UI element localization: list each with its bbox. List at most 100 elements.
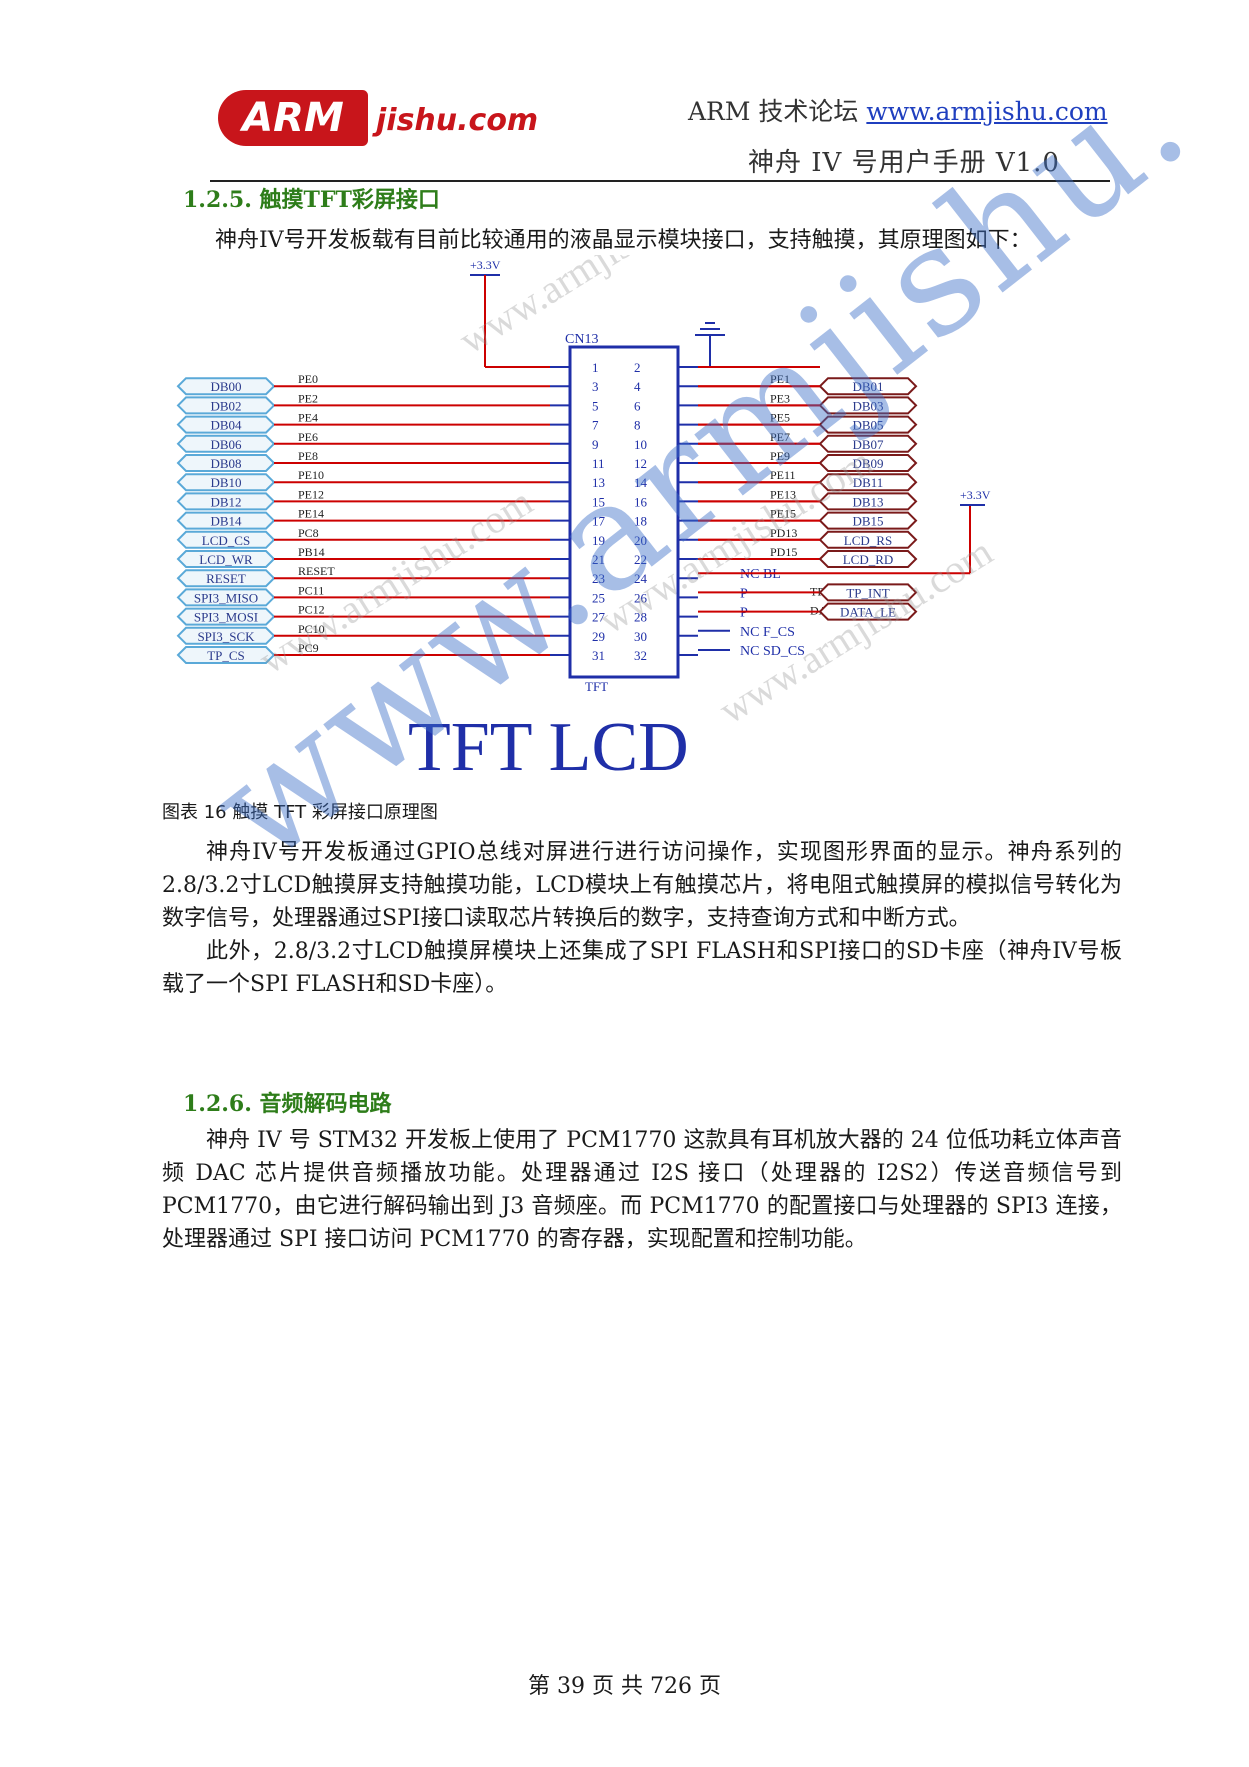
net-label-right: LCD_RD [843,552,894,567]
pin-number: 31 [592,648,605,663]
net-label: DB10 [210,475,241,490]
net-label-box-right [818,454,918,472]
net-label: TP_CS [207,648,245,663]
pin-signal-label: RESET [298,564,335,578]
pin-number: 23 [592,571,605,586]
nc-bl-label: NC BL [740,567,781,582]
net-label-right: LCD_RS [844,533,892,548]
net-label: SPI3_MISO [194,590,258,605]
pin-number: 27 [592,610,606,625]
net-label-right: DB11 [853,475,884,490]
pin-signal-label: PB14 [298,545,325,559]
net-label-box-right [818,396,918,415]
pin-number: 29 [592,629,605,644]
pin-signal-label: PE6 [298,430,318,444]
page-footer: 第 39 页 共 726 页 [528,1674,721,1699]
header-rule [210,180,1110,182]
net-label-right: TP_INT [846,585,889,600]
net-label: SPI3_MOSI [194,610,258,625]
net-label-box-right [818,602,918,621]
pin-number: 25 [592,590,605,605]
manual-title: 神舟 IV 号用户手册 V1.0 [748,148,1060,178]
pin-signal-label: PE10 [298,468,324,482]
body-text-125: 神舟IV号开发板通过GPIO总线对屏进行进行访问操作，实现图形界面的显示。神舟系… [162,836,1122,1001]
net-label-box-right [818,434,918,453]
pin-signal-label: PC12 [298,603,325,617]
pin-number: 9 [592,437,599,452]
pin-signal-label: PE8 [298,449,318,463]
net-label: DB06 [210,437,242,452]
net-label: LCD_CS [202,533,250,548]
section-intro: 神舟IV号开发板载有目前比较通用的液晶显示模块接口，支持触摸，其原理图如下： [215,228,1032,253]
pin-number: 26 [634,590,648,605]
tft-schematic: CN13TFT+3.3V1357911131517192123252729312… [176,255,1000,785]
pin-signal-label: PE15 [770,507,796,521]
net-label: LCD_WR [199,552,253,567]
nc-fcs-label: NC F_CS [740,625,795,640]
tft-lcd-title: TFT LCD [408,709,689,785]
pin-number: 21 [592,552,605,567]
pin-signal-label: PE4 [298,411,318,425]
pin-number: 1 [592,360,599,375]
paragraph-pcm1770: 神舟 IV 号 STM32 开发板上使用了 PCM1770 这款具有耳机放大器的… [162,1128,1122,1252]
net-label: DB08 [210,456,241,471]
pin-signal-label: PE9 [770,449,790,463]
p-label-1: P [740,586,748,601]
net-label-box-right [818,492,918,511]
pin-signal-label: PE5 [770,411,790,425]
net-label-right: DB03 [852,398,883,413]
net-label: DB00 [210,379,241,394]
pin-signal-label: PE13 [770,487,796,501]
pin-signal-label: PC9 [298,641,319,655]
pin-number: 30 [634,629,647,644]
paragraph-gpio: 神舟IV号开发板通过GPIO总线对屏进行进行访问操作，实现图形界面的显示。神舟系… [162,840,1122,931]
pin-signal-label: PC10 [298,622,325,636]
pin-number: 11 [592,456,605,471]
pin-number: 3 [592,379,599,394]
net-label-box-right [818,377,918,396]
section-heading-125: 1.2.5. 触摸TFT彩屏接口 [183,187,440,213]
connector-body [568,345,680,679]
pin-number: 5 [592,398,599,413]
body-text-126: 神舟 IV 号 STM32 开发板上使用了 PCM1770 这款具有耳机放大器的… [162,1124,1122,1256]
pin-signal-label: PC8 [298,526,319,540]
header-site: ARM 技术论坛 www.armjishu.com [688,92,1108,128]
pin-number: 13 [592,475,605,490]
net-label-right: DB05 [852,418,883,433]
pin-number: 8 [634,418,641,433]
net-label-right: DB07 [852,437,884,452]
connector-footer: TFT [585,679,608,694]
pin-signal-label: PD13 [770,526,797,540]
net-label: RESET [206,571,246,586]
logo-text: jishu.com [376,103,539,138]
pin-number: 20 [634,533,647,548]
net-label-box-right [818,530,918,549]
net-label: SPI3_SCK [197,629,255,644]
figure-caption: 图表 16 触摸 TFT 彩屏接口原理图 [162,802,438,823]
armjishu-logo: ARM jishu.com [218,86,598,156]
net-label-box-right [818,415,918,434]
pin-number: 16 [634,494,648,509]
pin-number: 28 [634,610,647,625]
pin-number: 22 [634,552,647,567]
pin-number: 10 [634,437,647,452]
net-label: DB02 [210,398,241,413]
pin-signal-label: PD15 [770,545,797,559]
pin-number: 18 [634,514,647,529]
net-label-right: DATA_LE [840,605,896,620]
power-label-top: +3.3V [470,258,501,272]
pin-number: 12 [634,456,647,471]
nc-sdcs-label: NC SD_CS [740,644,805,659]
section-heading-126: 1.2.6. 音频解码电路 [183,1091,392,1117]
pin-signal-label: PE3 [770,391,790,405]
pin-number: 14 [634,475,648,490]
site-link[interactable]: www.armjishu.com [866,97,1108,126]
pin-signal-label: PC11 [298,583,324,597]
net-label-right: DB09 [852,456,883,471]
pin-number: 17 [592,514,606,529]
net-label: DB14 [210,514,242,529]
net-label: DB12 [210,494,241,509]
net-label-box-right [818,583,918,602]
power-label-right: +3.3V [960,488,991,502]
pin-signal-label: PE12 [298,487,324,501]
